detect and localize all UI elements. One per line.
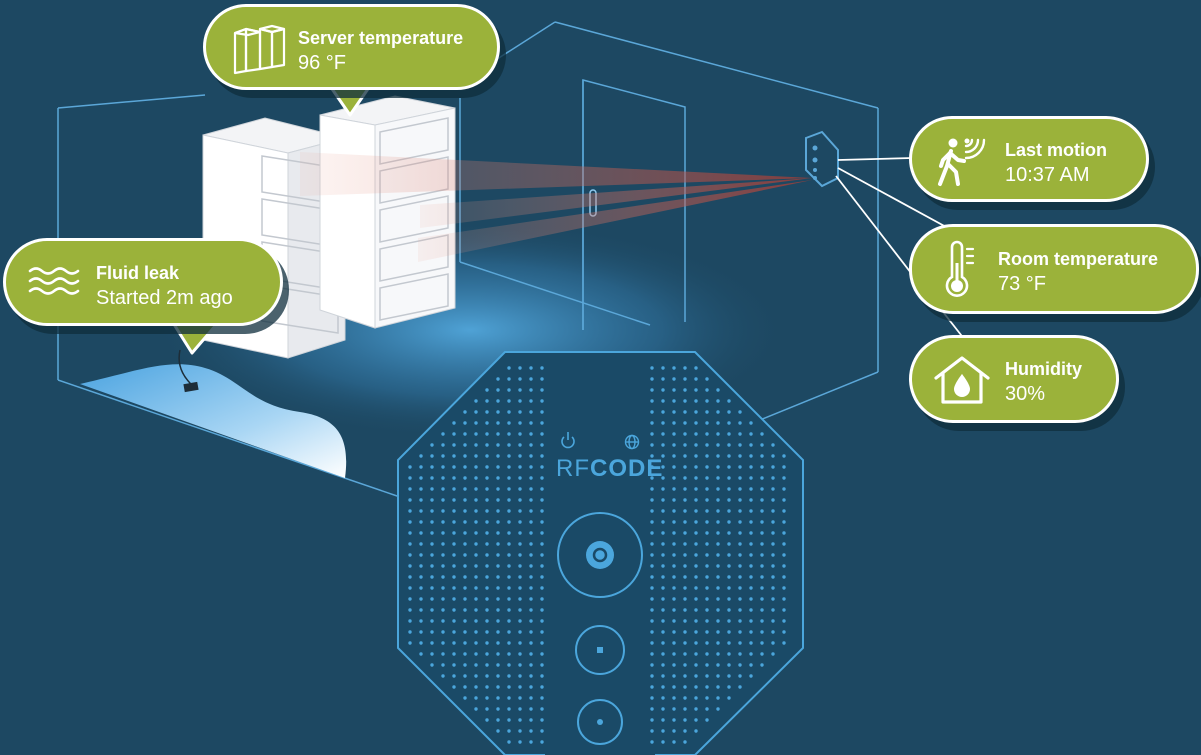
hub-bottom-button — [577, 699, 623, 745]
humidity-value: 30% — [1005, 383, 1046, 405]
room-temperature-value: 73 °F — [998, 273, 1047, 295]
fluid-leak-value: Started 2m ago — [96, 287, 233, 309]
rfcode-hub — [397, 351, 804, 755]
room-temperature-callout: Room temperature 73 °F — [909, 224, 1199, 314]
server-temperature-value: 96 °F — [298, 52, 347, 74]
server-temperature-callout: Server temperature 96 °F — [203, 4, 500, 90]
motion-beams — [300, 152, 812, 262]
hub-main-ring — [557, 512, 643, 598]
globe-icon — [624, 434, 640, 450]
hub-middle-button — [575, 625, 625, 675]
power-icon — [561, 432, 575, 449]
last-motion-callout: Last motion 10:37 AM — [909, 116, 1149, 202]
fluid-puddle — [80, 364, 347, 478]
leak-sensor — [183, 381, 199, 393]
fluid-leak-title: Fluid leak — [96, 263, 180, 283]
thermometer-icon — [942, 239, 978, 306]
fluid-leak-callout: Fluid leak Started 2m ago — [3, 238, 283, 326]
water-waves-icon — [28, 265, 80, 304]
wall-sensor-device — [805, 130, 839, 188]
server-temperature-title: Server temperature — [298, 28, 464, 48]
hub-speaker-grille — [408, 366, 786, 744]
hub-center-panel — [545, 405, 655, 755]
rfcode-logo: RFCODE — [556, 455, 664, 482]
server-rack-icon — [232, 23, 290, 80]
hub-main-button — [586, 541, 614, 569]
humidity-callout: Humidity 30% — [909, 335, 1119, 423]
last-motion-title: Last motion — [1005, 140, 1107, 160]
last-motion-value: 10:37 AM — [1005, 164, 1090, 186]
walking-person-motion-icon — [936, 132, 990, 193]
room-temperature-title: Room temperature — [998, 249, 1159, 269]
humidity-title: Humidity — [1005, 359, 1083, 379]
house-droplet-icon — [932, 354, 992, 411]
